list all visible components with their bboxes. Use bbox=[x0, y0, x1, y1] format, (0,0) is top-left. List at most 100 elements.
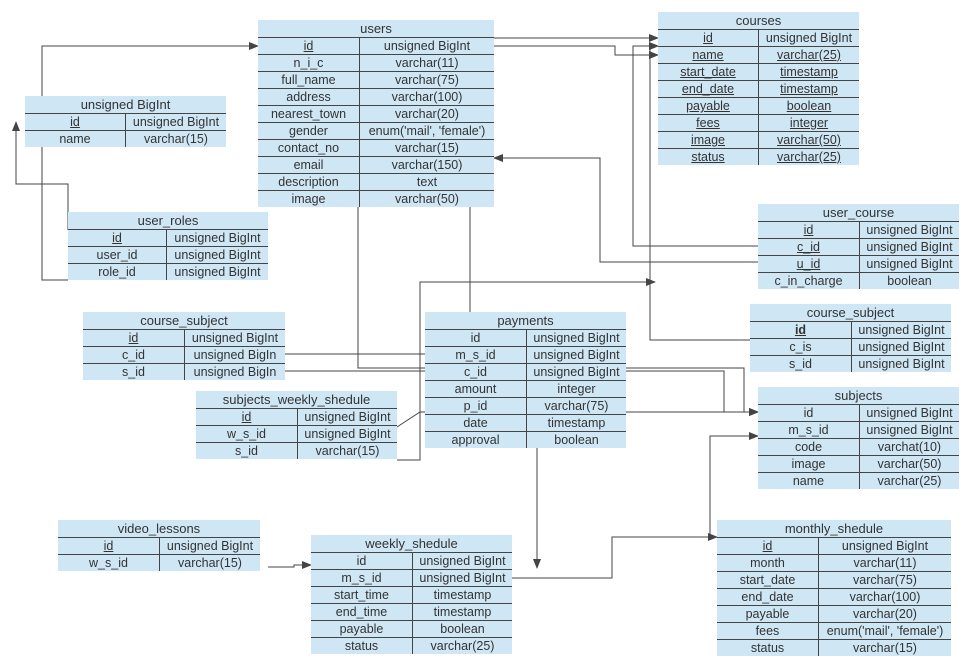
column-name: s_id bbox=[750, 356, 852, 372]
column-type: timestamp bbox=[780, 82, 838, 96]
column-type: varchar(25) bbox=[777, 150, 841, 164]
column-type: unsigned BigInt bbox=[419, 554, 506, 568]
link-userroles-role bbox=[41, 42, 259, 281]
column-name: image bbox=[658, 132, 759, 148]
table-row: amount integer bbox=[425, 381, 626, 398]
column-name: payable bbox=[658, 98, 759, 114]
column-name: full_name bbox=[258, 72, 360, 88]
column-type: varchar(75) bbox=[853, 573, 917, 587]
column-type: varchar(50) bbox=[777, 133, 841, 147]
column-name: amount bbox=[425, 381, 527, 397]
column-type: varchar(15) bbox=[144, 132, 208, 146]
column-name: id bbox=[196, 409, 298, 425]
column-type: varchar(25) bbox=[877, 474, 942, 488]
column-name: id bbox=[425, 330, 527, 346]
column-type: integer bbox=[557, 382, 596, 396]
table-row: image varchar(50) bbox=[658, 132, 859, 149]
column-name: end_time bbox=[311, 604, 413, 620]
column-type: unsigned BigInt bbox=[866, 406, 953, 420]
column-name: id bbox=[311, 553, 413, 569]
column-type: unsigned BigInt bbox=[866, 223, 953, 237]
column-type: varchar(11) bbox=[853, 556, 917, 570]
table-row: start_date timestamp bbox=[658, 64, 859, 81]
column-name: start_date bbox=[658, 64, 759, 80]
column-name: name bbox=[658, 47, 759, 63]
column-type: varchar(50) bbox=[877, 457, 942, 471]
column-name: m_s_id bbox=[425, 347, 527, 363]
table-row: c_id unsigned BigInt bbox=[758, 239, 959, 256]
table-row: id unsigned BigInt bbox=[311, 553, 512, 570]
column-name: name bbox=[758, 473, 860, 489]
column-type: unsigned BigInt bbox=[174, 248, 261, 262]
link-users-courses-2 bbox=[494, 45, 659, 59]
column-name: c_id bbox=[758, 239, 860, 255]
column-name: address bbox=[258, 89, 360, 105]
column-name: nearest_town bbox=[258, 106, 360, 122]
column-name: fees bbox=[717, 623, 819, 639]
column-type: unsigned BigInt bbox=[866, 423, 953, 437]
column-name: u_id bbox=[758, 256, 860, 272]
column-name: w_s_id bbox=[196, 426, 298, 442]
column-name: role_id bbox=[68, 264, 167, 280]
link-sws-sid bbox=[397, 278, 656, 461]
table-title: courses bbox=[658, 12, 859, 30]
column-name: end_date bbox=[717, 589, 819, 605]
column-name: m_s_id bbox=[311, 570, 413, 586]
column-type: enum('mail', 'female') bbox=[826, 624, 944, 638]
column-name: s_id bbox=[196, 443, 298, 459]
column-name: id bbox=[758, 405, 860, 421]
column-type: unsigned BigInt bbox=[533, 331, 620, 345]
column-name: code bbox=[758, 439, 860, 455]
column-name: status bbox=[311, 638, 413, 654]
column-type: unsigned BigInt bbox=[419, 571, 506, 585]
table-row: full_name varchar(75) bbox=[258, 72, 494, 89]
column-name: n_i_c bbox=[258, 55, 360, 71]
column-name: name bbox=[25, 131, 126, 147]
column-name: date bbox=[425, 415, 527, 431]
column-name: id bbox=[717, 538, 819, 554]
table-title: course_subject bbox=[83, 312, 285, 330]
column-type: unsigned BigInt bbox=[866, 240, 953, 254]
table-title: subjects bbox=[758, 387, 959, 405]
column-type: varchar(15) bbox=[395, 141, 459, 155]
column-type: timestamp bbox=[780, 65, 838, 79]
column-type: varchar(75) bbox=[395, 73, 459, 87]
table-title: user_course bbox=[758, 204, 959, 222]
column-name: end_date bbox=[658, 81, 759, 97]
table-title: monthly_shedule bbox=[717, 520, 951, 538]
column-name: id bbox=[58, 538, 160, 554]
column-type: varchar(15) bbox=[853, 641, 917, 655]
column-name: image bbox=[758, 456, 860, 472]
table-row: id unsigned BigInt bbox=[425, 330, 626, 347]
link-sws-wsid bbox=[396, 408, 759, 428]
